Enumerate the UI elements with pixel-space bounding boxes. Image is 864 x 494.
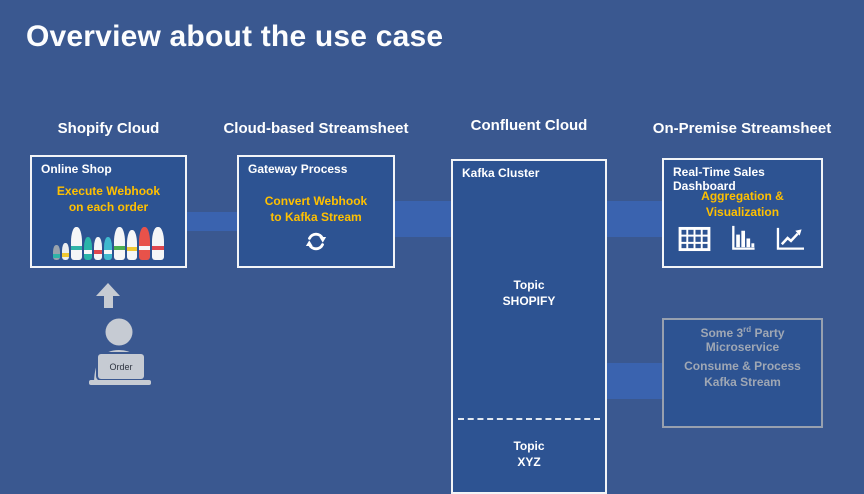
- microservice-title-sup: rd: [743, 325, 752, 334]
- topic-name: XYZ: [517, 455, 541, 469]
- action-line: on each order: [68, 200, 149, 214]
- column-label-cloud-streamsheet: Cloud-based Streamsheet: [223, 120, 409, 137]
- kafka-cluster-box: Kafka Cluster Topic SHOPIFY Topic XYZ: [451, 159, 607, 494]
- board: [94, 237, 102, 260]
- board-stripe: [114, 246, 125, 251]
- board-stripe: [84, 250, 92, 255]
- board: [62, 243, 69, 260]
- order-label: Order: [109, 361, 133, 372]
- online-shop-action-text: Execute Webhook on each order: [32, 183, 185, 215]
- action-line: Execute Webhook: [56, 184, 161, 198]
- sales-dashboard-box: Real-Time Sales Dashboard Aggregation & …: [662, 158, 823, 268]
- microservice-title-suffix: Party Microservice: [705, 326, 785, 354]
- topic-divider: [458, 418, 600, 420]
- online-shop-box: Online Shop Execute Webhook on each orde…: [30, 155, 187, 268]
- microservice-action-text: Consume & Process Kafka Stream: [664, 358, 821, 390]
- laptop-base: [89, 380, 151, 385]
- board-stripe: [127, 247, 137, 252]
- board: [104, 237, 112, 260]
- third-party-microservice-box: Some 3rd Party Microservice Consume & Pr…: [662, 318, 823, 428]
- connector-kafka-to-microservice: [607, 363, 662, 399]
- dashboard-title: Real-Time Sales Dashboard: [673, 165, 765, 193]
- sync-icon-row: [239, 228, 393, 260]
- board: [127, 230, 137, 260]
- up-arrow-head: [96, 283, 120, 296]
- board-stripe: [152, 246, 164, 251]
- dashboard-icons: [678, 223, 807, 257]
- slide-title: Overview about the use case: [26, 20, 444, 53]
- connector-shop-to-gateway: [187, 212, 237, 231]
- board: [139, 227, 150, 260]
- board-stripe: [62, 252, 69, 257]
- board: [114, 227, 125, 260]
- topic-name: SHOPIFY: [502, 294, 556, 308]
- table-icon: [678, 226, 711, 257]
- microservice-title: Some 3rd Party Microservice: [664, 325, 821, 354]
- board: [53, 245, 60, 260]
- board-stripe: [71, 246, 82, 251]
- board: [71, 227, 82, 260]
- gateway-process-box: Gateway Process Convert Webhook to Kafka…: [237, 155, 395, 268]
- up-arrow-stem: [103, 296, 113, 308]
- action-line: Consume & Process: [684, 359, 801, 373]
- column-label-shopify-cloud: Shopify Cloud: [57, 120, 160, 137]
- up-arrow-icon: [96, 283, 120, 308]
- action-line: Visualization: [705, 205, 780, 219]
- board: [152, 227, 164, 260]
- bar-chart-icon: [728, 223, 757, 257]
- sync-arrows-icon: [301, 228, 331, 260]
- board-stripe: [94, 250, 102, 255]
- connector-gateway-to-kafka: [395, 201, 451, 237]
- action-line: Kafka Stream: [704, 375, 781, 389]
- board-stripe: [139, 246, 150, 251]
- topic-shopify: Topic SHOPIFY: [453, 277, 605, 309]
- board-stripe: [53, 253, 60, 258]
- dashboard-action-text: Aggregation & Visualization: [664, 188, 821, 220]
- topic-label: Topic: [513, 278, 545, 292]
- topic-label: Topic: [513, 439, 545, 453]
- board: [84, 237, 92, 260]
- connector-kafka-to-dashboard: [607, 201, 662, 237]
- microservice-title-prefix: Some 3: [700, 326, 744, 340]
- action-line: to Kafka Stream: [270, 210, 362, 224]
- gateway-action-text: Convert Webhook to Kafka Stream: [239, 193, 393, 225]
- gateway-title: Gateway Process: [248, 162, 348, 176]
- kafka-title: Kafka Cluster: [462, 166, 540, 180]
- laptop-icon: Order: [98, 354, 144, 379]
- person-icon: Order: [86, 317, 154, 385]
- column-label-onpremise-streamsheet: On-Premise Streamsheet: [652, 120, 832, 137]
- action-line: Convert Webhook: [264, 194, 368, 208]
- board-stripe: [104, 250, 112, 255]
- action-line: Aggregation &: [701, 189, 784, 203]
- column-label-confluent-cloud: Confluent Cloud: [470, 117, 588, 134]
- line-chart-icon: [774, 225, 807, 257]
- product-boards: [32, 226, 185, 260]
- topic-xyz: Topic XYZ: [453, 438, 605, 470]
- online-shop-title: Online Shop: [41, 162, 112, 176]
